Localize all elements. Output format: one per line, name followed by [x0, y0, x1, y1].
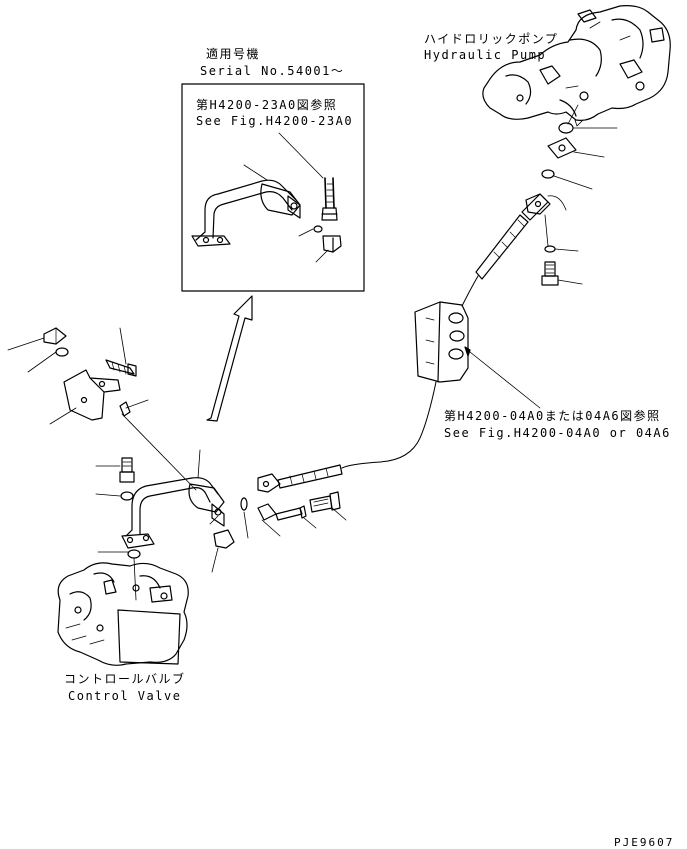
- upper-hose: [461, 193, 549, 307]
- right-ref-jp: 第H4200-04A0または04A6図参照: [444, 409, 661, 423]
- middle-hose: [240, 464, 347, 539]
- elbow-pipe-main: [121, 449, 235, 573]
- bracket-assembly: [7, 327, 197, 491]
- bolt-washer: [95, 457, 141, 601]
- pump-side-parts: [525, 122, 618, 286]
- inset-detail-box: [181, 83, 365, 292]
- inset-ref-en: See Fig.H4200-23A0: [196, 114, 354, 128]
- valve-label-jp: コントロールバルブ: [64, 672, 186, 686]
- hydraulic-pump-drawing: [482, 5, 671, 127]
- valve-label-en: Control Valve: [68, 689, 182, 703]
- inset-ref-jp: 第H4200-23A0図参照: [196, 98, 338, 112]
- serial-number: Serial No.54001～: [200, 64, 345, 78]
- drawing-code: PJE9607: [614, 836, 675, 849]
- manifold-block: [414, 301, 541, 409]
- pump-label-en: Hydraulic Pump: [424, 48, 547, 62]
- serial-title-jp: 適用号機: [206, 47, 261, 61]
- pump-label-jp: ハイドロリックポンプ: [424, 32, 559, 46]
- long-hose: [341, 381, 437, 469]
- reference-arrow: [206, 295, 253, 422]
- right-ref-en: See Fig.H4200-04A0 or 04A6: [444, 426, 671, 440]
- control-valve-drawing: [57, 562, 189, 666]
